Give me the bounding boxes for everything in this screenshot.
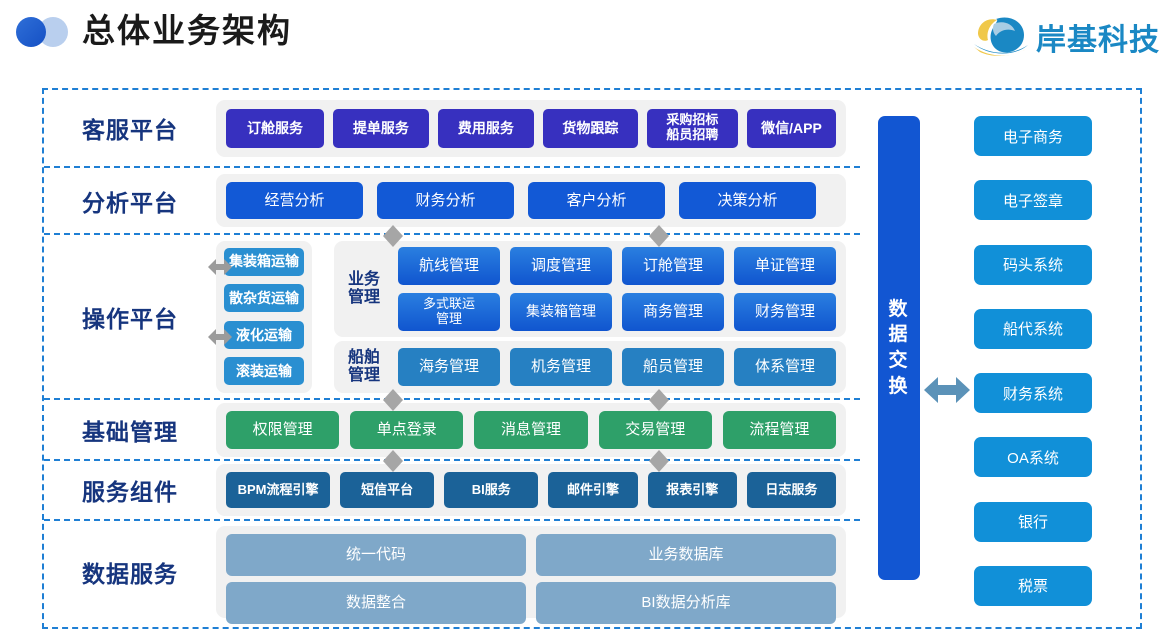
brand-logo: 岸基科技 bbox=[972, 9, 1160, 65]
chip-finance-system[interactable]: 财务系统 bbox=[974, 373, 1092, 414]
transport-types-pane: 集装箱运输 散杂货运输 液化运输 滚装运输 bbox=[216, 240, 312, 393]
group-label-business: 业务 管理 bbox=[347, 270, 380, 306]
page-title: 总体业务架构 bbox=[82, 12, 292, 49]
row-label-customer-service: 客服平台 bbox=[82, 117, 178, 143]
chip-bi-analysis-database[interactable]: BI数据分析库 bbox=[536, 582, 836, 624]
chip-transaction-management[interactable]: 交易管理 bbox=[598, 410, 712, 449]
chip-single-sign-on[interactable]: 单点登录 bbox=[350, 410, 464, 449]
exchange-char-3: 交 bbox=[888, 350, 910, 371]
external-systems-list: 电子商务 电子签章 码头系统 船代系统 财务系统 OA系统 银行 税票 bbox=[974, 116, 1092, 606]
chip-finance-analysis[interactable]: 财务分析 bbox=[377, 182, 514, 219]
chip-cargo-tracking[interactable]: 货物跟踪 bbox=[542, 108, 638, 148]
row-label-service-components: 服务组件 bbox=[82, 479, 178, 505]
double-arrow-vertical-icon bbox=[649, 225, 669, 247]
chip-bpm-engine[interactable]: BPM流程引擎 bbox=[226, 472, 331, 508]
group-business-management: 业务 管理 航线管理 调度管理 订舱管理 单证管理 bbox=[334, 240, 846, 337]
chip-system-management[interactable]: 体系管理 bbox=[734, 347, 836, 386]
row-base-management: 基础管理 权限管理 单点登录 消息管理 交易管理 流程管理 bbox=[44, 400, 860, 461]
chip-roro-transport[interactable]: 滚装运输 bbox=[224, 357, 304, 386]
row-service-components: 服务组件 BPM流程引擎 短信平台 BI服务 邮件引擎 报表引擎 日志服务 bbox=[44, 461, 860, 521]
double-arrow-horizontal-icon bbox=[924, 377, 970, 403]
double-arrow-horizontal-icon bbox=[208, 259, 232, 275]
chip-business-analysis[interactable]: 经营分析 bbox=[226, 182, 363, 219]
chip-report-engine[interactable]: 报表引擎 bbox=[647, 472, 737, 508]
chip-wechat-app[interactable]: 微信/APP bbox=[746, 108, 836, 148]
chip-commerce-management[interactable]: 商务管理 bbox=[622, 292, 724, 331]
chip-route-management[interactable]: 航线管理 bbox=[398, 246, 500, 285]
double-arrow-vertical-icon bbox=[649, 450, 669, 472]
row-body-service-components: BPM流程引擎 短信平台 BI服务 邮件引擎 报表引擎 日志服务 bbox=[216, 464, 860, 516]
exchange-char-4: 换 bbox=[888, 375, 910, 397]
platform-rows: 客服平台 订舱服务 提单服务 费用服务 货物跟踪 采购招标 船员招聘 微信/AP… bbox=[44, 90, 860, 627]
chip-booking-service[interactable]: 订舱服务 bbox=[226, 108, 324, 148]
chip-container-management[interactable]: 集装箱管理 bbox=[510, 292, 612, 331]
chip-oa-system[interactable]: OA系统 bbox=[974, 437, 1092, 478]
row-label-base-management: 基础管理 bbox=[82, 418, 178, 445]
group-label-ship: 船舶 管理 bbox=[347, 348, 380, 384]
chip-document-management[interactable]: 单证管理 bbox=[734, 246, 836, 285]
chip-booking-management[interactable]: 订舱管理 bbox=[622, 246, 724, 285]
exchange-char-2: 据 bbox=[888, 324, 910, 346]
chip-crew-management[interactable]: 船员管理 bbox=[622, 347, 724, 386]
chip-business-database[interactable]: 业务数据库 bbox=[536, 534, 836, 576]
row-data-service: 数据服务 统一代码 业务数据库 数据整合 BI数据分析库 bbox=[44, 521, 860, 624]
chip-customer-analysis[interactable]: 客户分析 bbox=[528, 182, 665, 219]
chip-unified-code[interactable]: 统一代码 bbox=[226, 534, 526, 576]
chip-bulk-cargo-transport[interactable]: 散杂货运输 bbox=[224, 284, 304, 313]
chip-engineering-management[interactable]: 机务管理 bbox=[510, 347, 612, 386]
brand-name: 岸基科技 bbox=[1036, 24, 1160, 57]
double-arrow-vertical-icon bbox=[649, 389, 669, 411]
double-arrow-vertical-icon bbox=[383, 450, 403, 472]
wave-logo-icon bbox=[974, 17, 1028, 56]
group-ship-management: 船舶 管理 海务管理 机务管理 船员管理 体系管理 bbox=[334, 340, 846, 393]
row-label-operations: 操作平台 bbox=[82, 305, 178, 332]
chip-procurement-recruitment[interactable]: 采购招标 船员招聘 bbox=[646, 108, 738, 148]
chip-log-service[interactable]: 日志服务 bbox=[746, 472, 836, 508]
chip-bl-service[interactable]: 提单服务 bbox=[332, 108, 429, 148]
row-operations: 操作平台 集装箱运输 散杂货运输 液化运输 滚装运输 业务 管理 bbox=[44, 235, 860, 400]
double-arrow-vertical-icon bbox=[383, 225, 403, 247]
double-arrow-vertical-icon bbox=[383, 389, 403, 411]
row-body-operations: 集装箱运输 散杂货运输 液化运输 滚装运输 业务 管理 航线管理 bbox=[216, 240, 860, 393]
row-customer-service: 客服平台 订舱服务 提单服务 费用服务 货物跟踪 采购招标 船员招聘 微信/AP… bbox=[44, 90, 860, 168]
chip-sms-platform[interactable]: 短信平台 bbox=[340, 472, 435, 508]
chip-bank[interactable]: 银行 bbox=[974, 501, 1092, 542]
data-exchange-bar[interactable]: 数 据 交 换 bbox=[878, 116, 920, 580]
chip-bi-service[interactable]: BI服务 bbox=[444, 472, 539, 508]
chip-decision-analysis[interactable]: 决策分析 bbox=[679, 182, 816, 219]
chip-ecommerce[interactable]: 电子商务 bbox=[974, 116, 1092, 156]
row-body-data-service: 统一代码 业务数据库 数据整合 BI数据分析库 bbox=[216, 526, 860, 624]
chip-finance-management[interactable]: 财务管理 bbox=[734, 292, 836, 331]
row-body-customer-service: 订舱服务 提单服务 费用服务 货物跟踪 采购招标 船员招聘 微信/APP bbox=[216, 99, 860, 157]
chip-terminal-system[interactable]: 码头系统 bbox=[974, 244, 1092, 285]
chip-tax-invoice[interactable]: 税票 bbox=[974, 565, 1092, 606]
row-body-base-management: 权限管理 单点登录 消息管理 交易管理 流程管理 bbox=[216, 402, 860, 457]
row-label-data-service: 数据服务 bbox=[82, 561, 178, 587]
architecture-frame: 客服平台 订舱服务 提单服务 费用服务 货物跟踪 采购招标 船员招聘 微信/AP… bbox=[42, 88, 1142, 629]
chip-shipping-agency-system[interactable]: 船代系统 bbox=[974, 308, 1092, 349]
chip-fee-service[interactable]: 费用服务 bbox=[437, 108, 534, 148]
row-analysis: 分析平台 经营分析 财务分析 客户分析 决策分析 bbox=[44, 168, 860, 235]
row-body-analysis: 经营分析 财务分析 客户分析 决策分析 bbox=[216, 174, 860, 227]
chip-process-management[interactable]: 流程管理 bbox=[722, 410, 837, 449]
exchange-char-1: 数 bbox=[888, 298, 910, 320]
page-header: 总体业务架构 岸基科技 bbox=[0, 0, 1164, 78]
chip-container-transport[interactable]: 集装箱运输 bbox=[224, 247, 304, 276]
chip-liquid-transport[interactable]: 液化运输 bbox=[224, 320, 304, 349]
chip-dispatch-management[interactable]: 调度管理 bbox=[510, 246, 612, 285]
chip-marine-management[interactable]: 海务管理 bbox=[398, 347, 500, 386]
chip-multimodal-management[interactable]: 多式联运 管理 bbox=[398, 292, 500, 331]
chip-mail-engine[interactable]: 邮件引擎 bbox=[548, 472, 638, 508]
chip-message-management[interactable]: 消息管理 bbox=[474, 410, 588, 449]
chip-e-signature[interactable]: 电子签章 bbox=[974, 180, 1092, 221]
two-circles-icon bbox=[16, 17, 74, 47]
row-label-analysis: 分析平台 bbox=[82, 189, 178, 216]
double-arrow-horizontal-icon bbox=[208, 329, 232, 345]
chip-permission-management[interactable]: 权限管理 bbox=[226, 410, 340, 449]
chip-data-integration[interactable]: 数据整合 bbox=[226, 582, 526, 624]
